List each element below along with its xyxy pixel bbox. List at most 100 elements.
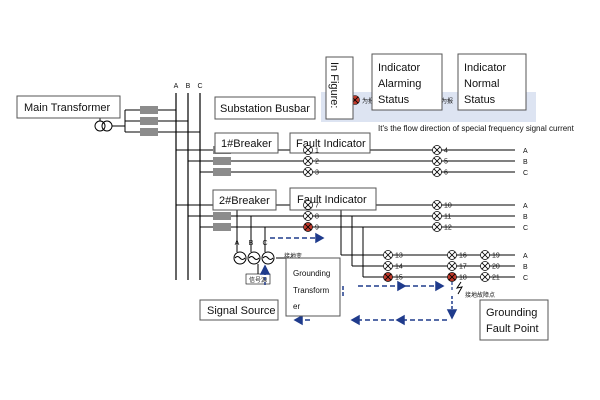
indicator-number-19: 19 — [492, 253, 500, 260]
breaker1-label: 1#Breaker — [221, 138, 272, 150]
busbar-label-c: C — [197, 83, 202, 90]
indicator-number-11: 11 — [444, 214, 451, 221]
fault-indicator-16: 16 — [447, 250, 467, 260]
breaker-main-b — [140, 117, 158, 125]
indicator-number-18: 18 — [459, 275, 467, 282]
main-transformer-label: Main Transformer — [24, 102, 111, 114]
grounding-coil-b — [247, 251, 261, 265]
breaker2-c — [213, 223, 231, 231]
fault-indicator-10: 10 — [432, 200, 452, 210]
signal-source-label-box — [199, 299, 279, 321]
indicator-number-3: 3 — [315, 170, 319, 177]
grounding-transformer-line-2: Transform — [293, 286, 329, 295]
feeder2-end-c: C — [523, 225, 528, 232]
fault-indicator-21: 21 — [480, 272, 500, 282]
alarming-status-line-1: Indicator — [378, 62, 421, 74]
signal-source-cn: 信号源 — [249, 276, 267, 284]
breaker1-b — [213, 157, 231, 165]
feeder2-end-a: A — [523, 203, 528, 210]
branch-end-b: B — [523, 264, 528, 271]
breaker2-b — [213, 212, 231, 220]
breaker1-box — [214, 132, 279, 154]
grounding-transformer-line-3: er — [293, 302, 300, 311]
breaker1-c — [213, 168, 231, 176]
busbar-label-b: B — [186, 83, 191, 90]
branch-end-a: A — [523, 253, 528, 260]
fault-indicator-7: 7 — [303, 200, 319, 210]
indicator-number-8: 8 — [315, 214, 319, 221]
busbar-label-a: A — [174, 83, 179, 90]
fault-indicator-12: 12 — [432, 222, 452, 232]
breaker2-box — [212, 189, 277, 211]
fault-indicator-5: 5 — [432, 156, 448, 166]
fault-indicator-9: 9 — [303, 222, 319, 232]
grounding-transformer-cn: 接地变 — [284, 252, 302, 260]
in-figure-label: In Figure: — [328, 62, 340, 108]
legend-cn-normal: 为报 — [441, 97, 453, 105]
indicator-number-4: 4 — [444, 148, 448, 155]
substation-busbar-box — [214, 96, 316, 120]
breaker-main-c — [140, 128, 158, 136]
indicator-number-12: 12 — [444, 225, 452, 232]
substation-busbar-label: Substation Busbar — [220, 103, 310, 115]
feeder1-end-b: B — [523, 159, 528, 166]
feeder1-end-a: A — [523, 148, 528, 155]
fault-indicator-19: 19 — [480, 250, 500, 260]
indicator-number-15: 15 — [395, 275, 403, 282]
fault-indicator-11: 11 — [432, 211, 451, 221]
normal-status-line-1: Indicator — [464, 62, 507, 74]
fault-indicator-17: 17 — [447, 261, 467, 271]
fault-indicator-6: 6 — [432, 167, 448, 177]
fault-indicator-13: 13 — [383, 250, 403, 260]
indicator-number-6: 6 — [444, 170, 448, 177]
indicator-number-7: 7 — [315, 203, 319, 210]
flow-caption: It's the flow direction of special frequ… — [378, 124, 575, 133]
signal-source-label: Signal Source — [207, 305, 276, 317]
indicator-number-13: 13 — [395, 253, 403, 260]
alarming-status-line-3: Status — [378, 94, 410, 106]
normal-status-box — [457, 53, 527, 111]
grounding-fault-point-line-2: Fault Point — [486, 323, 539, 335]
branch-end-c: C — [523, 275, 528, 282]
grounding-fault-point-cn: 接地故障点 — [465, 291, 495, 299]
main-transformer-box — [16, 95, 121, 119]
fault-indicator-20: 20 — [480, 261, 500, 271]
in-figure-box — [325, 56, 354, 120]
indicator-number-16: 16 — [459, 253, 467, 260]
feeder1-end-c: C — [523, 170, 528, 177]
fault-indicator-2: 2 — [303, 156, 319, 166]
feeder2-end-b: B — [523, 214, 528, 221]
fault-indicator-1: 1 — [303, 145, 319, 155]
indicator-number-17: 17 — [459, 264, 467, 271]
fault-indicator-14: 14 — [383, 261, 403, 271]
breaker-main-a — [140, 106, 158, 114]
alarming-status-box — [371, 53, 443, 111]
normal-status-line-3: Status — [464, 94, 496, 106]
grounding-transformer-line-1: Grounding — [293, 269, 330, 278]
indicator-number-20: 20 — [492, 264, 500, 271]
indicator-number-14: 14 — [395, 264, 403, 271]
signal-flow-arrows — [259, 112, 458, 326]
indicator-number-9: 9 — [315, 225, 319, 232]
fault-indicator-4: 4 — [432, 145, 448, 155]
normal-status-line-2: Normal — [464, 78, 499, 90]
indicator-number-1: 1 — [315, 148, 319, 155]
transformer-coil-right — [101, 120, 113, 132]
fault-indicator-8: 8 — [303, 211, 319, 221]
grounding-coil-c — [261, 251, 275, 265]
indicator-number-21: 21 — [492, 275, 500, 282]
fault-indicator-18: 18 — [447, 272, 467, 282]
grounding-fault-point-box — [479, 299, 549, 341]
grounding-transformer-box — [285, 257, 341, 317]
indicator-number-2: 2 — [315, 159, 319, 166]
fault-indicator-3: 3 — [303, 167, 319, 177]
breaker2-label: 2#Breaker — [219, 195, 270, 207]
grounding-fault-point-line-1: Grounding — [486, 307, 537, 319]
grounding-coil-a — [233, 251, 247, 265]
alarming-status-line-2: Alarming — [378, 78, 421, 90]
indicator-number-10: 10 — [444, 203, 452, 210]
fault-lightning-icon — [455, 281, 463, 295]
fault-indicator-2-label: Fault Indicator — [297, 194, 367, 206]
